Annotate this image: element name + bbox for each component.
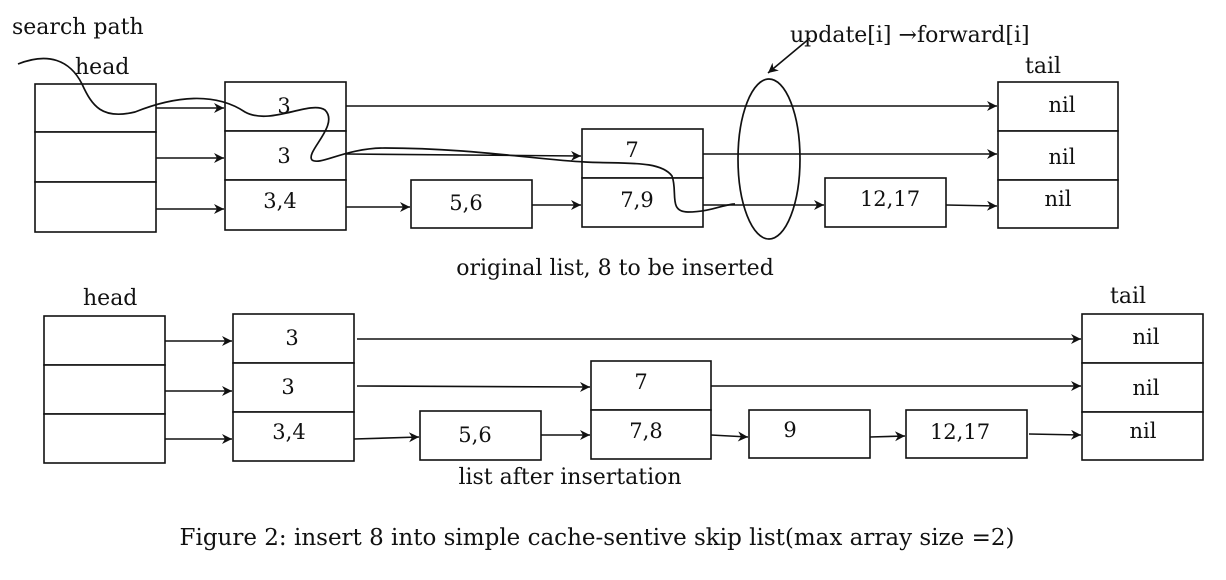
top-tail-nil-2: nil bbox=[1049, 145, 1076, 169]
bottom-node-3: 3 3 3,4 bbox=[232, 313, 355, 462]
top-arrow bbox=[345, 150, 582, 161]
top-tail-label: tail bbox=[1025, 54, 1061, 79]
top-node-5-6: 5,6 bbox=[410, 179, 533, 229]
update-ellipse bbox=[737, 78, 801, 240]
top-arrow bbox=[945, 200, 998, 211]
bottom-node-12-17-label: 12,17 bbox=[930, 420, 990, 444]
bottom-head-array bbox=[43, 315, 166, 464]
bottom-arrow bbox=[356, 381, 591, 392]
top-head-cell-level3 bbox=[34, 83, 157, 133]
bottom-node-5-6: 5,6 bbox=[419, 410, 542, 461]
bottom-node-3-4-level1: 3,4 bbox=[272, 420, 305, 444]
top-head-array bbox=[34, 83, 157, 233]
bottom-node-3-level2: 3 bbox=[281, 375, 294, 399]
bottom-tail-array: nil nil nil bbox=[1081, 313, 1204, 461]
bottom-arrow bbox=[353, 432, 420, 443]
bottom-node-12-17: 12,17 bbox=[905, 409, 1028, 459]
update-forward-label: update[i] →forward[i] bbox=[790, 23, 1030, 48]
top-node-5-6-label: 5,6 bbox=[449, 191, 482, 215]
top-arrows bbox=[156, 101, 998, 214]
bottom-node-9: 9 bbox=[748, 409, 871, 459]
bottom-tail-nil-2: nil bbox=[1133, 376, 1160, 400]
bottom-head-label: head bbox=[83, 286, 137, 311]
bottom-node-7-8-level1: 7,8 bbox=[629, 419, 662, 443]
bottom-arrows bbox=[165, 334, 1082, 444]
bottom-node-7: 7 7,8 bbox=[590, 360, 712, 460]
bottom-arrow bbox=[1028, 429, 1082, 440]
top-node-3: 3 3 3,4 bbox=[224, 81, 347, 231]
top-head-cell-level2 bbox=[34, 131, 157, 183]
top-head-label: head bbox=[75, 55, 129, 80]
top-node-7: 7 7,9 bbox=[581, 128, 704, 228]
figure-caption: Figure 2: insert 8 into simple cache-sen… bbox=[180, 525, 1015, 551]
top-head-cell-level1 bbox=[34, 181, 157, 233]
top-node-3-4-level1: 3,4 bbox=[263, 189, 296, 213]
bottom-tail-label: tail bbox=[1110, 284, 1146, 309]
bottom-node-7-level2: 7 bbox=[634, 370, 647, 394]
bottom-node-5-6-label: 5,6 bbox=[458, 423, 491, 447]
top-node-12-17: 12,17 bbox=[824, 177, 947, 228]
top-tail-nil-3: nil bbox=[1045, 187, 1072, 211]
update-pointer-arrow bbox=[767, 37, 811, 74]
top-tail-array: nil nil nil bbox=[997, 81, 1119, 229]
bottom-node-9-label: 9 bbox=[783, 418, 796, 442]
search-path-label: search path bbox=[12, 15, 144, 40]
top-tail-nil-1: nil bbox=[1049, 93, 1076, 117]
bottom-caption: list after insertation bbox=[458, 465, 681, 490]
bottom-diagram: head tail 3 3 3,4 5,6 7 7,8 bbox=[43, 284, 1204, 490]
top-node-7-9-level1: 7,9 bbox=[620, 188, 653, 212]
top-node-12-17-label: 12,17 bbox=[860, 187, 920, 211]
bottom-tail-nil-1: nil bbox=[1133, 325, 1160, 349]
bottom-arrow bbox=[710, 431, 749, 442]
top-diagram: search path head tail update[i] →forward… bbox=[12, 15, 1119, 281]
bottom-tail-nil-3: nil bbox=[1130, 419, 1157, 443]
bottom-node-3-level3: 3 bbox=[285, 326, 298, 350]
top-node-7-level2: 7 bbox=[625, 138, 638, 162]
top-node-3-level2: 3 bbox=[277, 144, 290, 168]
bottom-arrow bbox=[869, 431, 906, 442]
top-caption: original list, 8 to be inserted bbox=[456, 256, 774, 281]
search-path-curve bbox=[17, 57, 736, 213]
